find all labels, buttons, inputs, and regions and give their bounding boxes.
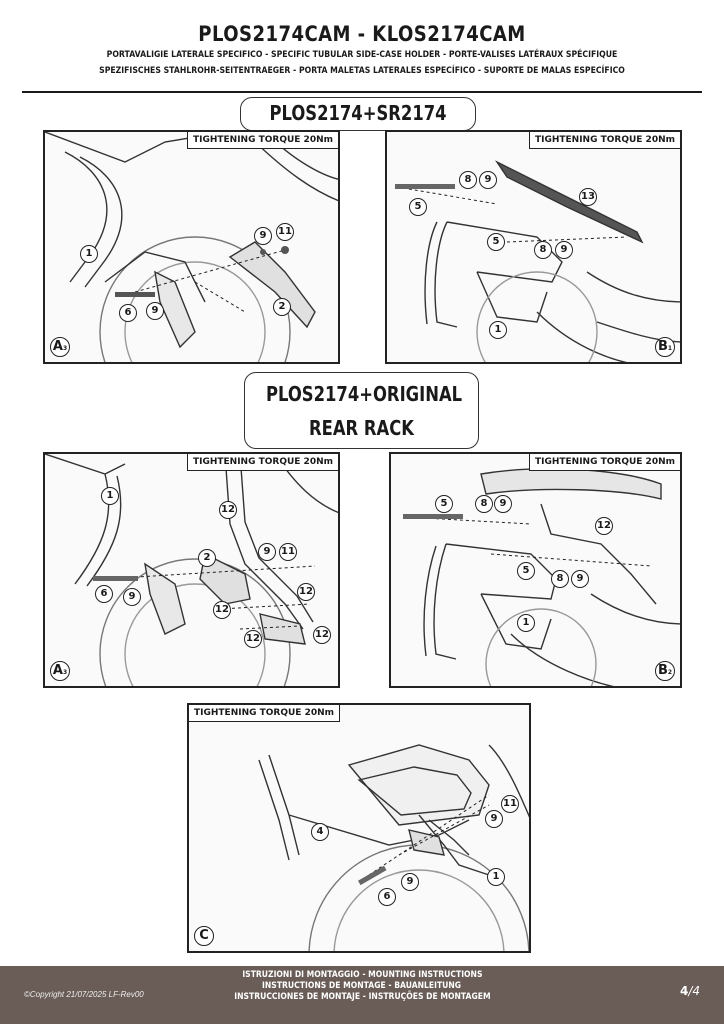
panel-b2: TIGHTENING TORQUE 20Nm 5 8 9 12 5 8 9 1 … xyxy=(389,452,682,688)
callout-12: 12 xyxy=(244,630,262,648)
torque-label: TIGHTENING TORQUE 20Nm xyxy=(528,132,680,149)
callout-9: 9 xyxy=(479,171,497,189)
header-divider xyxy=(22,91,702,93)
callout-4: 4 xyxy=(311,823,329,841)
callout-1: 1 xyxy=(487,868,505,886)
callout-1: 1 xyxy=(80,245,98,263)
torque-label: TIGHTENING TORQUE 20Nm xyxy=(186,132,338,149)
view-badge-b1: B1 xyxy=(655,337,675,357)
callout-2: 2 xyxy=(198,549,216,567)
callout-1: 1 xyxy=(517,614,535,632)
callout-9: 9 xyxy=(258,543,276,561)
panel-b1: TIGHTENING TORQUE 20Nm 8 9 5 13 5 8 9 1 … xyxy=(385,130,682,364)
panel-c: TIGHTENING TORQUE 20Nm 11 9 4 1 9 6 C xyxy=(187,703,531,953)
panel-a3-top: TIGHTENING TORQUE 20Nm 1 9 11 2 6 9 A3 xyxy=(43,130,340,364)
section-2-title-line-1: PLOS2174+ORIGINAL xyxy=(265,382,463,406)
callout-11: 11 xyxy=(501,795,519,813)
torque-label: TIGHTENING TORQUE 20Nm xyxy=(186,454,338,471)
view-badge-c: C xyxy=(194,926,214,946)
footer-line-2: INSTRUCTIONS DE MONTAGE - BAUANLEITUNG xyxy=(262,981,462,991)
footer-line-3: INSTRUCCIONES DE MONTAJE - INSTRUÇÕES DE… xyxy=(233,992,491,1002)
section-2-title-line-2: REAR RACK xyxy=(309,416,414,440)
callout-9: 9 xyxy=(123,588,141,606)
document-title: PLOS2174CAM - KLOS2174CAM xyxy=(198,22,526,46)
page-number: 4/4 xyxy=(679,984,700,998)
callout-2: 2 xyxy=(273,298,291,316)
callout-9: 9 xyxy=(571,570,589,588)
callout-8: 8 xyxy=(475,495,493,513)
view-badge-b2: B2 xyxy=(655,661,675,681)
document-subtitle-2: SPEZIFISCHES STAHLROHR-SEITENTRAEGER - P… xyxy=(99,66,625,76)
copyright: ©Copyright 21/07/2025 LF-Rev00 xyxy=(24,990,144,999)
callout-8: 8 xyxy=(551,570,569,588)
callout-6: 6 xyxy=(378,888,396,906)
callout-5: 5 xyxy=(487,233,505,251)
callout-11: 11 xyxy=(279,543,297,561)
callout-12: 12 xyxy=(213,601,231,619)
callout-6: 6 xyxy=(119,304,137,322)
view-badge-a3: A3 xyxy=(50,661,70,681)
callout-9: 9 xyxy=(485,810,503,828)
callout-11: 11 xyxy=(276,223,294,241)
section-2-title: PLOS2174+ORIGINAL REAR RACK xyxy=(244,372,479,449)
callout-9: 9 xyxy=(555,241,573,259)
footer-line-1: ISTRUZIONI DI MONTAGGIO - MOUNTING INSTR… xyxy=(241,970,483,980)
callout-13: 13 xyxy=(579,188,597,206)
callout-1: 1 xyxy=(489,321,507,339)
torque-label: TIGHTENING TORQUE 20Nm xyxy=(189,705,341,722)
callout-5: 5 xyxy=(517,562,535,580)
torque-label: TIGHTENING TORQUE 20Nm xyxy=(528,454,680,471)
callout-9: 9 xyxy=(254,227,272,245)
callout-5: 5 xyxy=(435,495,453,513)
callout-12: 12 xyxy=(595,517,613,535)
view-badge-a3: A3 xyxy=(50,337,70,357)
drawing-b1 xyxy=(395,160,680,362)
panel-a3-bottom: TIGHTENING TORQUE 20Nm 1 12 2 9 11 6 9 1… xyxy=(43,452,340,688)
callout-5: 5 xyxy=(409,198,427,216)
drawing-a3-bottom xyxy=(45,454,338,686)
callout-9: 9 xyxy=(494,495,512,513)
callout-9: 9 xyxy=(401,873,419,891)
callout-12: 12 xyxy=(219,501,237,519)
callout-8: 8 xyxy=(459,171,477,189)
footer-bar: ©Copyright 21/07/2025 LF-Rev00 ISTRUZION… xyxy=(0,966,724,1024)
drawing-c xyxy=(258,744,529,951)
callout-6: 6 xyxy=(95,585,113,603)
callout-9: 9 xyxy=(146,302,164,320)
document-subtitle-1: PORTAVALIGIE LATERALE SPECIFICO - SPECIF… xyxy=(106,50,618,60)
callout-1: 1 xyxy=(101,487,119,505)
callout-12: 12 xyxy=(313,626,331,644)
callout-12: 12 xyxy=(297,583,315,601)
callout-8: 8 xyxy=(534,241,552,259)
drawing-b2 xyxy=(403,468,680,686)
section-1-title: PLOS2174+SR2174 xyxy=(240,97,476,131)
section-1-title-text: PLOS2174+SR2174 xyxy=(269,101,447,125)
